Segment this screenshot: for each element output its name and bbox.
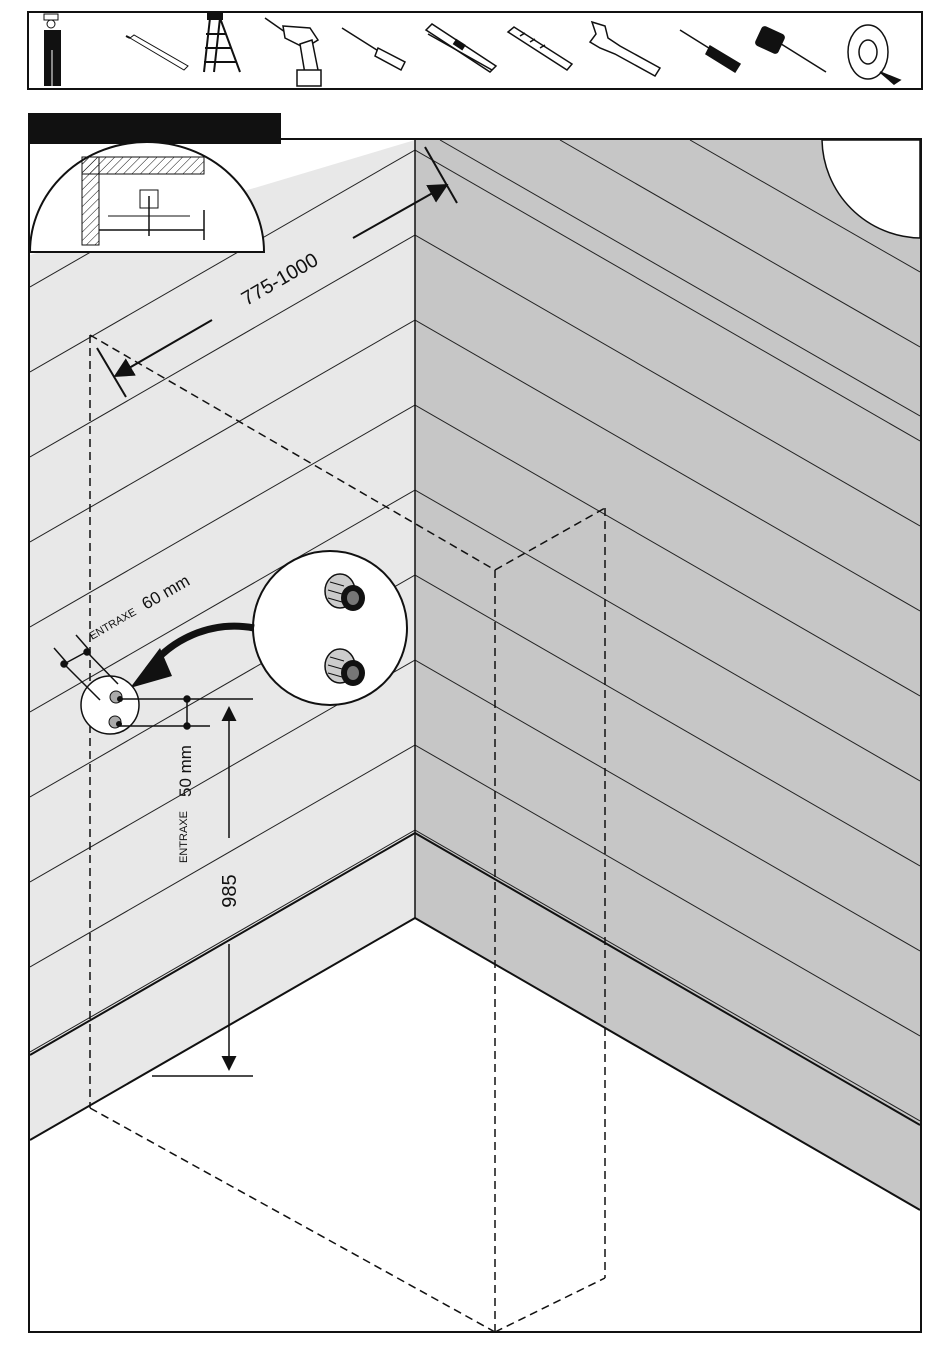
tools-bar	[28, 12, 922, 89]
entraxe-side-prefix: ENTRAXE	[178, 811, 190, 863]
plan-view-detail	[30, 142, 264, 252]
height-label: 985	[219, 874, 241, 907]
entraxe-side-value: 50 mm	[176, 745, 195, 797]
right-wall	[415, 140, 920, 1210]
